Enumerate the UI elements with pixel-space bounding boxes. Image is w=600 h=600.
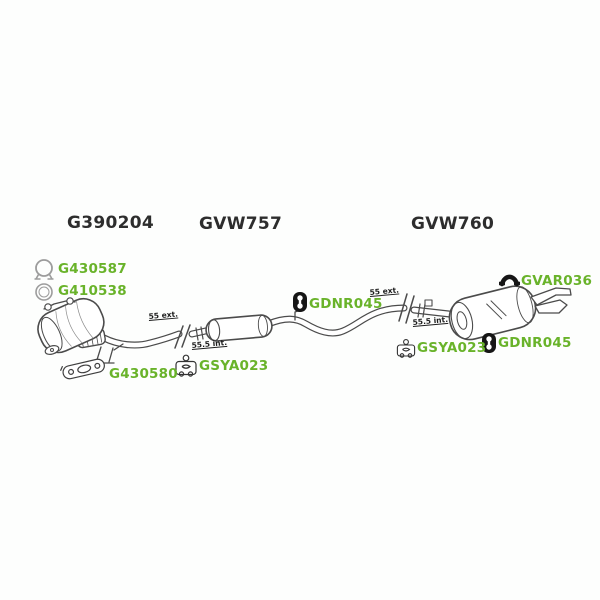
rubber-mount-icon [175, 354, 197, 377]
section-title-front: G390204 [67, 213, 155, 233]
ring-gasket-icon [35, 283, 53, 301]
part-link-gsya023-rear[interactable]: GSYA023 [417, 340, 487, 356]
rear-muffler-drawing [448, 285, 537, 341]
front-pipe-drawing [100, 330, 183, 349]
part-link-g430587[interactable]: G430587 [58, 261, 127, 277]
part-link-gvar036[interactable]: GVAR036 [521, 273, 593, 289]
clamp-icon [34, 259, 54, 280]
part-link-gsya023-center[interactable]: GSYA023 [199, 358, 269, 374]
flange-gasket-icon [60, 358, 105, 380]
part-link-g430580[interactable]: G430580 [109, 366, 178, 382]
exhaust-strap-icon [499, 274, 520, 287]
part-link-gdnr045-center[interactable]: GDNR045 [309, 296, 383, 312]
section-title-rear: GVW760 [411, 214, 495, 234]
section-title-center: GVW757 [199, 214, 283, 234]
rear-joint-marks [398, 293, 415, 324]
rubber-hanger-icon [482, 333, 496, 353]
tailpipe-drawing [530, 287, 572, 314]
rubber-hanger-icon [293, 292, 307, 312]
part-link-g410538[interactable]: G410538 [58, 283, 127, 299]
part-link-gdnr045-rear[interactable]: GDNR045 [498, 335, 572, 351]
center-joint-marks [174, 324, 191, 349]
rubber-mount-icon [396, 339, 416, 358]
center-muffler-drawing [205, 314, 273, 342]
catalytic-converter-drawing [37, 297, 105, 355]
